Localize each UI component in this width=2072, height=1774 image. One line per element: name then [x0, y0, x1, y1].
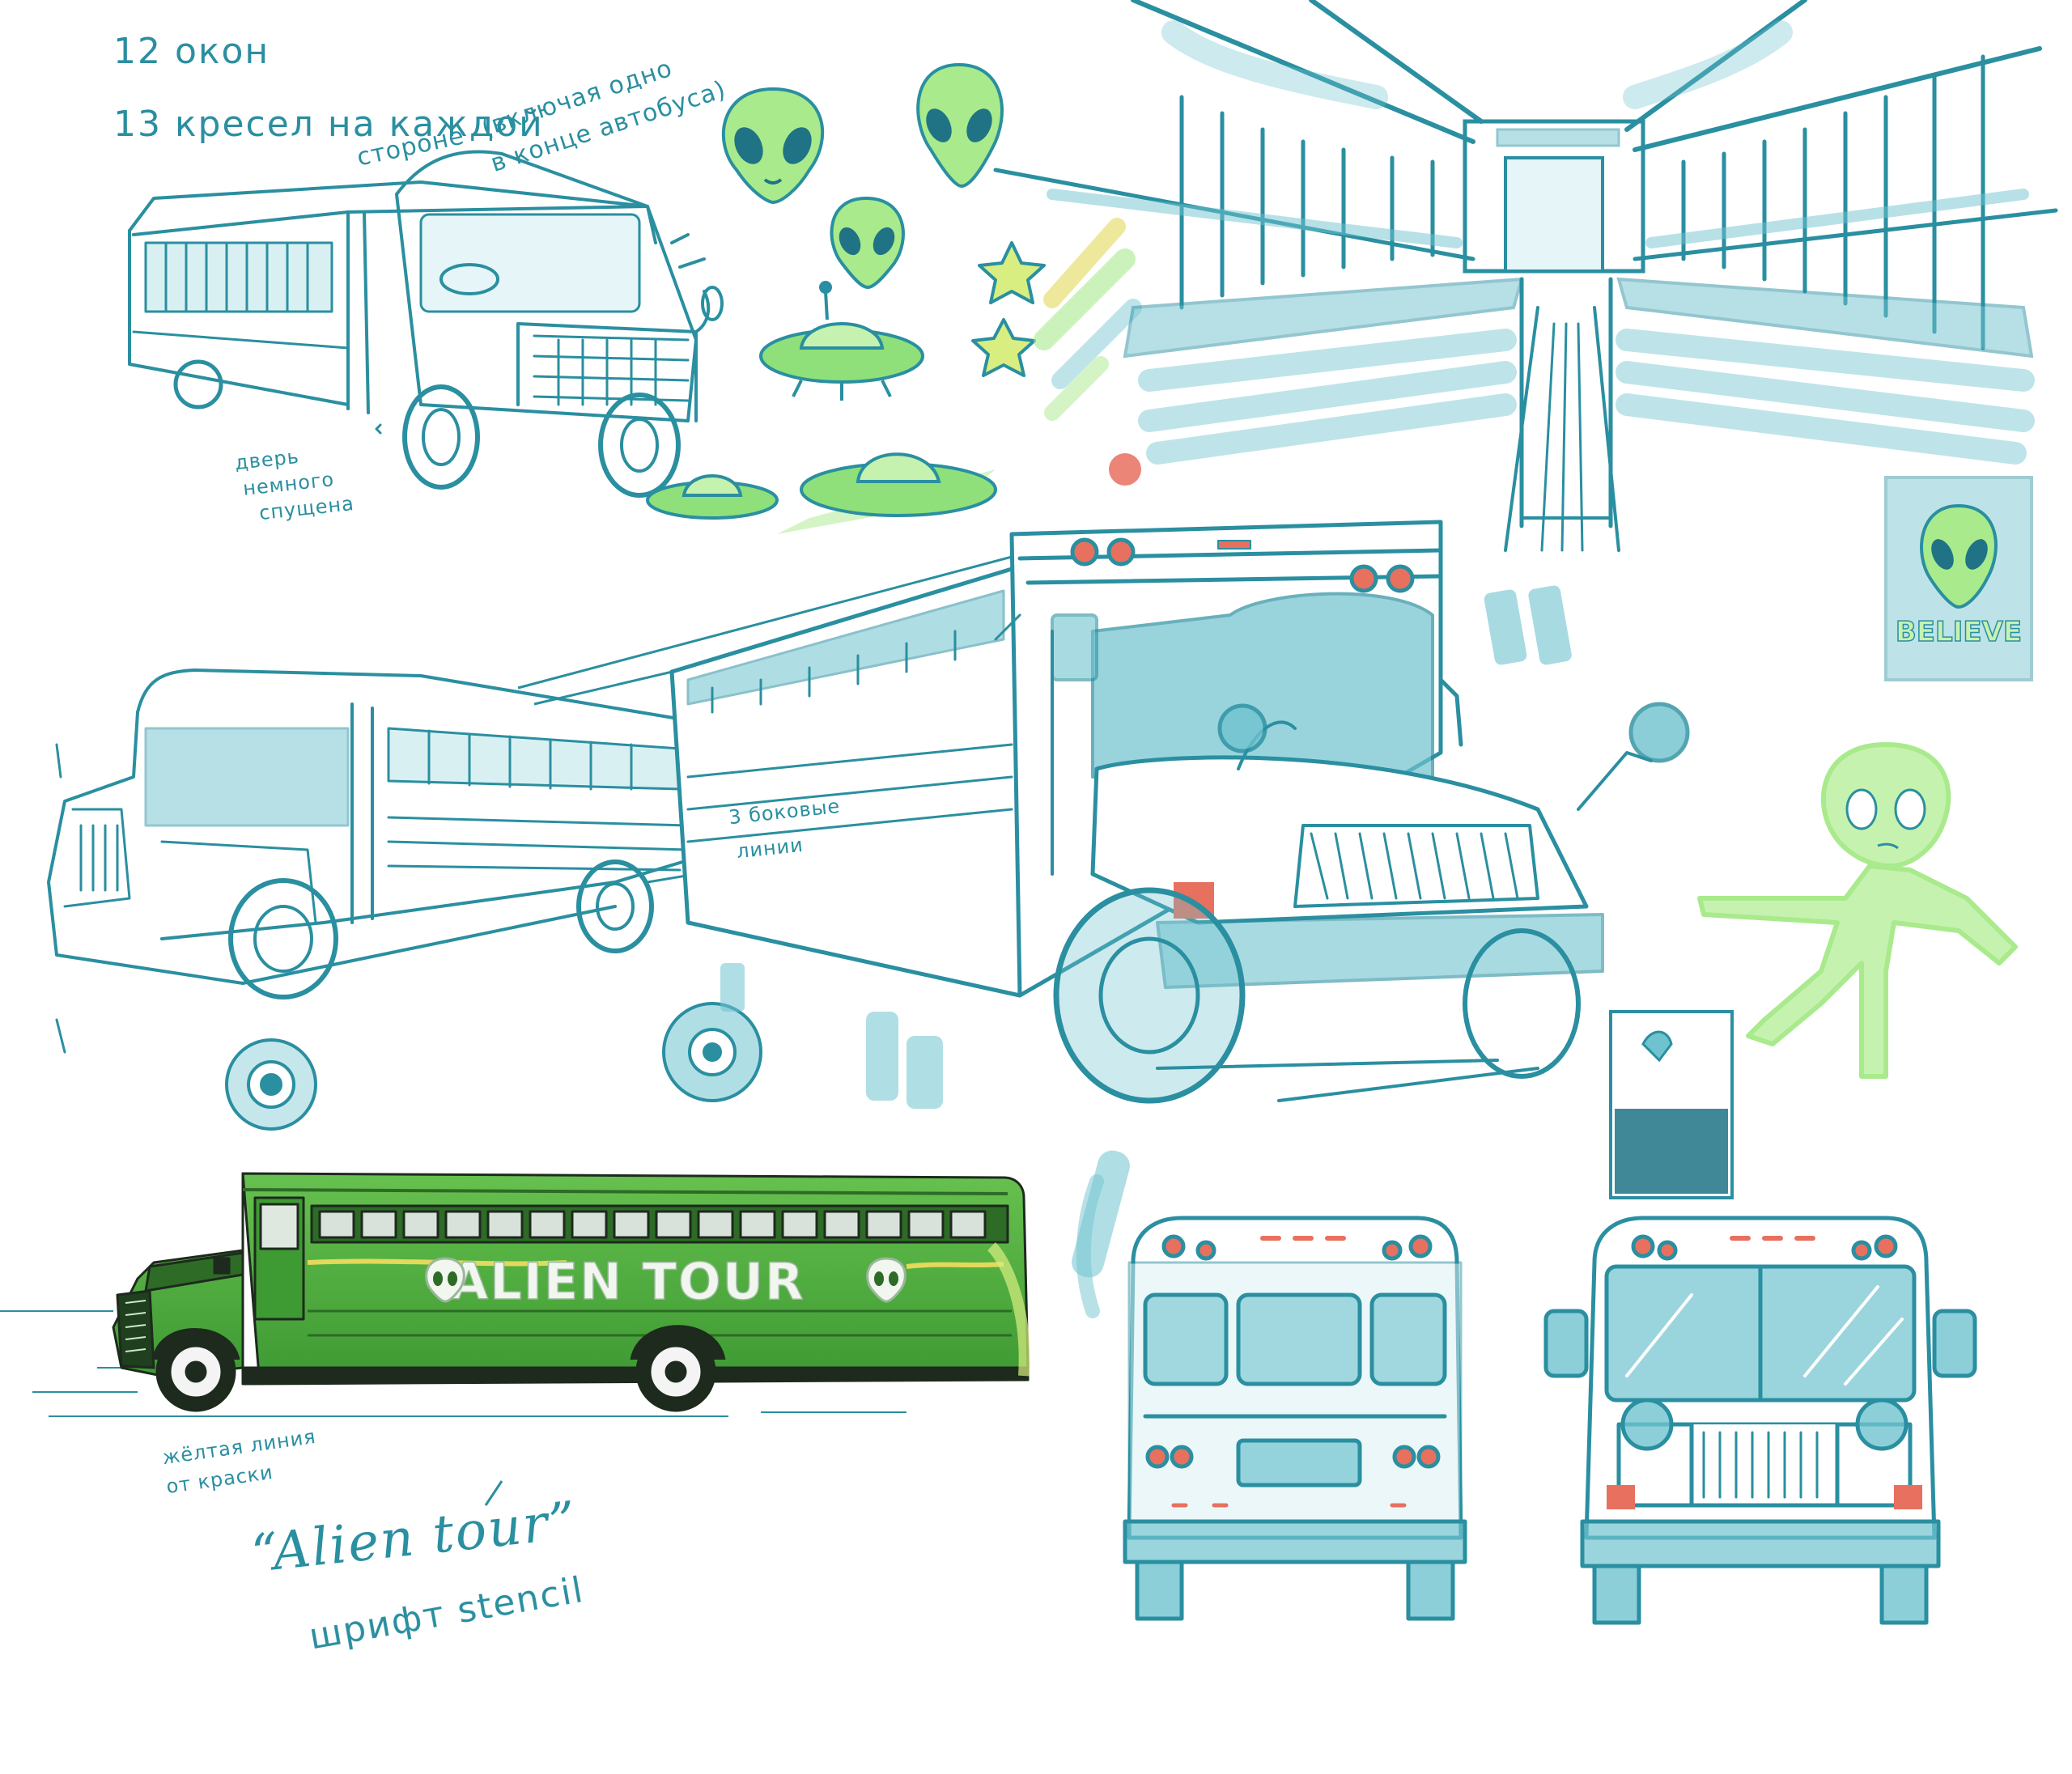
alien-head-icon: [721, 87, 825, 205]
bus-front-view: [1543, 1216, 1977, 1625]
paint-swatches: [1034, 218, 1142, 421]
alien-head-icon: [866, 1257, 906, 1303]
alien-head-icon: [425, 1257, 465, 1303]
bus-sketch-main: [669, 520, 1690, 1104]
rear-door-sketch: [1609, 1010, 1734, 1199]
alien-head-icon: [916, 62, 1004, 189]
believe-poster: BELIEVE: [1884, 476, 2033, 681]
ufo-icon: [646, 474, 779, 520]
alien-tour-bus: ALIEN TOUR: [0, 1172, 1030, 1417]
pen-stroke: [484, 1480, 503, 1506]
poster-text: BELIEVE: [1896, 616, 2022, 648]
ink-swatches: [1076, 1174, 1104, 1318]
ink-swatches: [1484, 585, 1572, 665]
alien-head-icon: [1920, 503, 1998, 609]
star-icon: [971, 241, 1046, 377]
bus-rear-view: [1123, 1216, 1467, 1621]
note-windows: 12 окон: [113, 31, 270, 72]
alien-figure-icon: [1697, 742, 2018, 1079]
wheel-icon: [225, 1038, 317, 1131]
bus-interior-sketch: [993, 0, 2058, 552]
ufo-icon: [777, 452, 997, 534]
bus-sketch-rough: [128, 150, 724, 498]
color-dot: [1109, 453, 1141, 486]
wheel-icon: [662, 1002, 762, 1102]
alien-head-icon: [830, 196, 905, 290]
bus-sketch-shaded: [47, 668, 698, 1054]
note-seats: 13 кресел на каждой: [113, 104, 544, 145]
bus-side-text: ALIEN TOUR: [449, 1252, 805, 1311]
ufo-icon: [759, 281, 924, 401]
